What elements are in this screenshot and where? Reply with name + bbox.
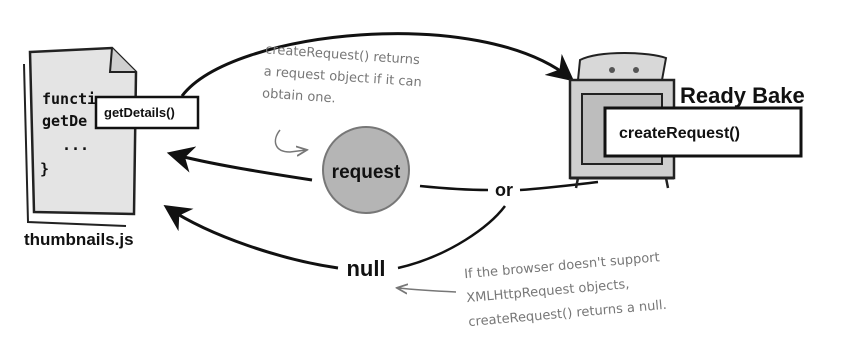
note-bottom: If the browser doesn't support XMLHttpRe… — [464, 250, 668, 330]
get-details-box: getDetails() — [94, 95, 200, 130]
arrow-request-to-file — [166, 146, 313, 182]
oven-brand: Ready Bake — [680, 83, 805, 108]
connector-or-to-oven — [519, 180, 599, 192]
arrow-null-to-file — [163, 205, 339, 270]
connector-or-to-request — [419, 184, 489, 192]
note-top-line-2: a request object if it can — [263, 64, 422, 90]
create-request-label: createRequest() — [619, 125, 740, 142]
get-details-label: getDetails() — [104, 105, 175, 120]
note-bottom-line-1: If the browser doesn't support — [464, 250, 661, 282]
null-label: null — [346, 256, 385, 281]
request-label: request — [332, 162, 401, 183]
note-bottom-arrow — [398, 288, 457, 292]
code-line-3: ... — [62, 136, 89, 154]
document-icon: functi getDe ... } — [23, 46, 138, 227]
note-top-line-1: createRequest() returns — [265, 42, 421, 68]
file-label: thumbnails.js — [24, 230, 134, 249]
request-object: request — [322, 126, 410, 214]
code-line-2: getDe — [42, 112, 87, 130]
or-label: or — [495, 180, 513, 200]
note-bottom-line-2: XMLHttpRequest objects, — [466, 277, 630, 306]
code-line-4: } — [40, 160, 49, 178]
create-request-box: createRequest() — [603, 106, 803, 158]
note-top: createRequest() returns a request object… — [262, 42, 423, 106]
arrow-file-to-oven — [180, 32, 575, 97]
connector-or-to-null — [397, 205, 506, 270]
code-line-1: functi — [42, 90, 96, 108]
note-top-arrow — [274, 129, 306, 152]
note-top-line-3: obtain one. — [262, 86, 336, 106]
